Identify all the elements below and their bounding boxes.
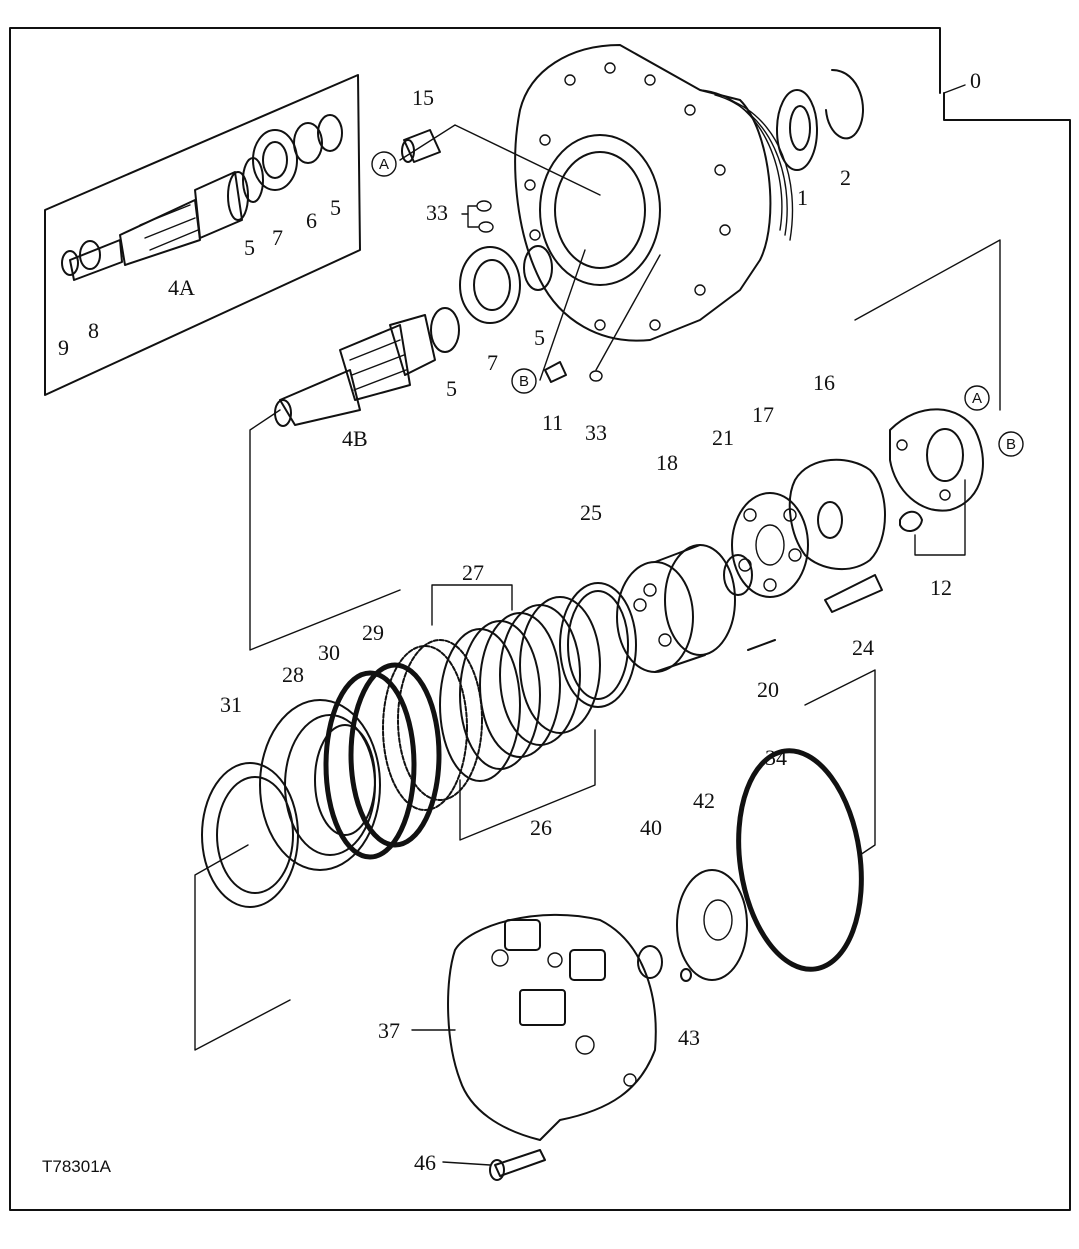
ring-8 [79, 240, 101, 270]
ring-6 [293, 122, 323, 164]
label-15: 15 [412, 85, 434, 110]
bearing-7-lower [459, 246, 521, 324]
leader-B-to-housing [539, 249, 586, 381]
label-27: 27 [462, 560, 484, 585]
ring-31 [201, 762, 299, 908]
plate-12 [889, 408, 984, 556]
shaft-4B [274, 314, 436, 427]
leader-46 [442, 1161, 491, 1166]
ring-5-mid [523, 245, 553, 291]
label-31: 31 [220, 692, 242, 717]
label-9: 9 [58, 335, 69, 360]
leader-12-assembly [854, 239, 1001, 411]
label-43: 43 [678, 1025, 700, 1050]
leader-0 [943, 84, 966, 94]
label-34: 34 [765, 745, 787, 770]
figure-code: T78301A [42, 1157, 112, 1176]
label-2: 2 [840, 165, 851, 190]
pin-43 [680, 968, 692, 982]
label-37: 37 [378, 1018, 400, 1043]
svg-text:A: A [972, 390, 982, 407]
valve-housing-37 [447, 913, 657, 1141]
ring-25 [559, 582, 637, 708]
label-12: 12 [930, 575, 952, 600]
valve-plate-16 [788, 458, 886, 571]
label-18: 18 [656, 450, 678, 475]
ring-9 [61, 250, 79, 276]
plate-42 [676, 869, 748, 981]
piston-28 [259, 699, 381, 871]
label-11: 11 [542, 410, 563, 435]
ring-40 [637, 945, 663, 979]
bearing-7-upper [252, 129, 298, 191]
label-29: 29 [362, 620, 384, 645]
inset-box-4A [44, 74, 361, 396]
pin-24 [824, 574, 883, 613]
label-7-lower: 7 [487, 350, 498, 375]
bolt-46 [489, 1149, 546, 1181]
label-4A: 4A [168, 275, 195, 300]
o-ring-33-lower [589, 370, 603, 382]
leader-34-assembly [804, 669, 876, 856]
snap-ring-5-lower [430, 307, 460, 353]
label-0: 0 [970, 68, 981, 93]
callout-B-right: B [998, 431, 1024, 457]
plates-27 [439, 596, 601, 782]
label-30: 30 [318, 640, 340, 665]
label-42: 42 [693, 788, 715, 813]
label-26: 26 [530, 815, 552, 840]
cylinder-block-18 [616, 544, 736, 673]
label-5-a: 5 [244, 235, 255, 260]
snap-ring-5-top [317, 114, 343, 152]
pin-11 [544, 361, 567, 383]
callout-A-right: A [964, 385, 990, 411]
label-5-c: 5 [534, 325, 545, 350]
plate-17 [731, 492, 809, 598]
assembly-border [9, 27, 1071, 1211]
svg-text:B: B [519, 373, 529, 390]
bearing-1 [776, 89, 818, 171]
o-rings-33 [461, 200, 494, 233]
label-6: 6 [306, 208, 317, 233]
label-16: 16 [813, 370, 835, 395]
o-ring-30 [323, 670, 417, 860]
shaft-4A [69, 171, 249, 281]
pin-20 [747, 639, 776, 651]
label-4B: 4B [342, 426, 368, 451]
svg-text:B: B [1006, 436, 1016, 453]
label-24: 24 [852, 635, 874, 660]
callout-B-left: B [511, 368, 537, 394]
leader-33-to-housing [595, 254, 661, 371]
label-5-b: 5 [330, 195, 341, 220]
o-ring-34 [736, 748, 864, 972]
label-28: 28 [282, 662, 304, 687]
label-33-lower: 33 [585, 420, 607, 445]
label-1: 1 [797, 185, 808, 210]
svg-text:A: A [379, 156, 389, 173]
label-33-upper: 33 [426, 200, 448, 225]
label-20: 20 [757, 677, 779, 702]
snap-ring-2 [825, 69, 864, 140]
label-7-upper: 7 [272, 225, 283, 250]
label-5-d: 5 [446, 376, 457, 401]
spring-21 [723, 554, 753, 596]
bracket-26 [459, 729, 596, 841]
bracket-27 [431, 584, 513, 626]
motor-housing [514, 44, 794, 342]
label-21: 21 [712, 425, 734, 450]
callout-A-left: A [371, 151, 397, 177]
leader-4B-assembly [249, 409, 401, 651]
gear-plates [382, 639, 483, 811]
o-ring-29 [348, 662, 442, 848]
label-25: 25 [580, 500, 602, 525]
label-40: 40 [640, 815, 662, 840]
label-46: 46 [414, 1150, 436, 1175]
leader-31-assembly [194, 844, 291, 1051]
label-8: 8 [88, 318, 99, 343]
label-17: 17 [752, 402, 774, 427]
leader-A-to-housing [399, 124, 601, 196]
